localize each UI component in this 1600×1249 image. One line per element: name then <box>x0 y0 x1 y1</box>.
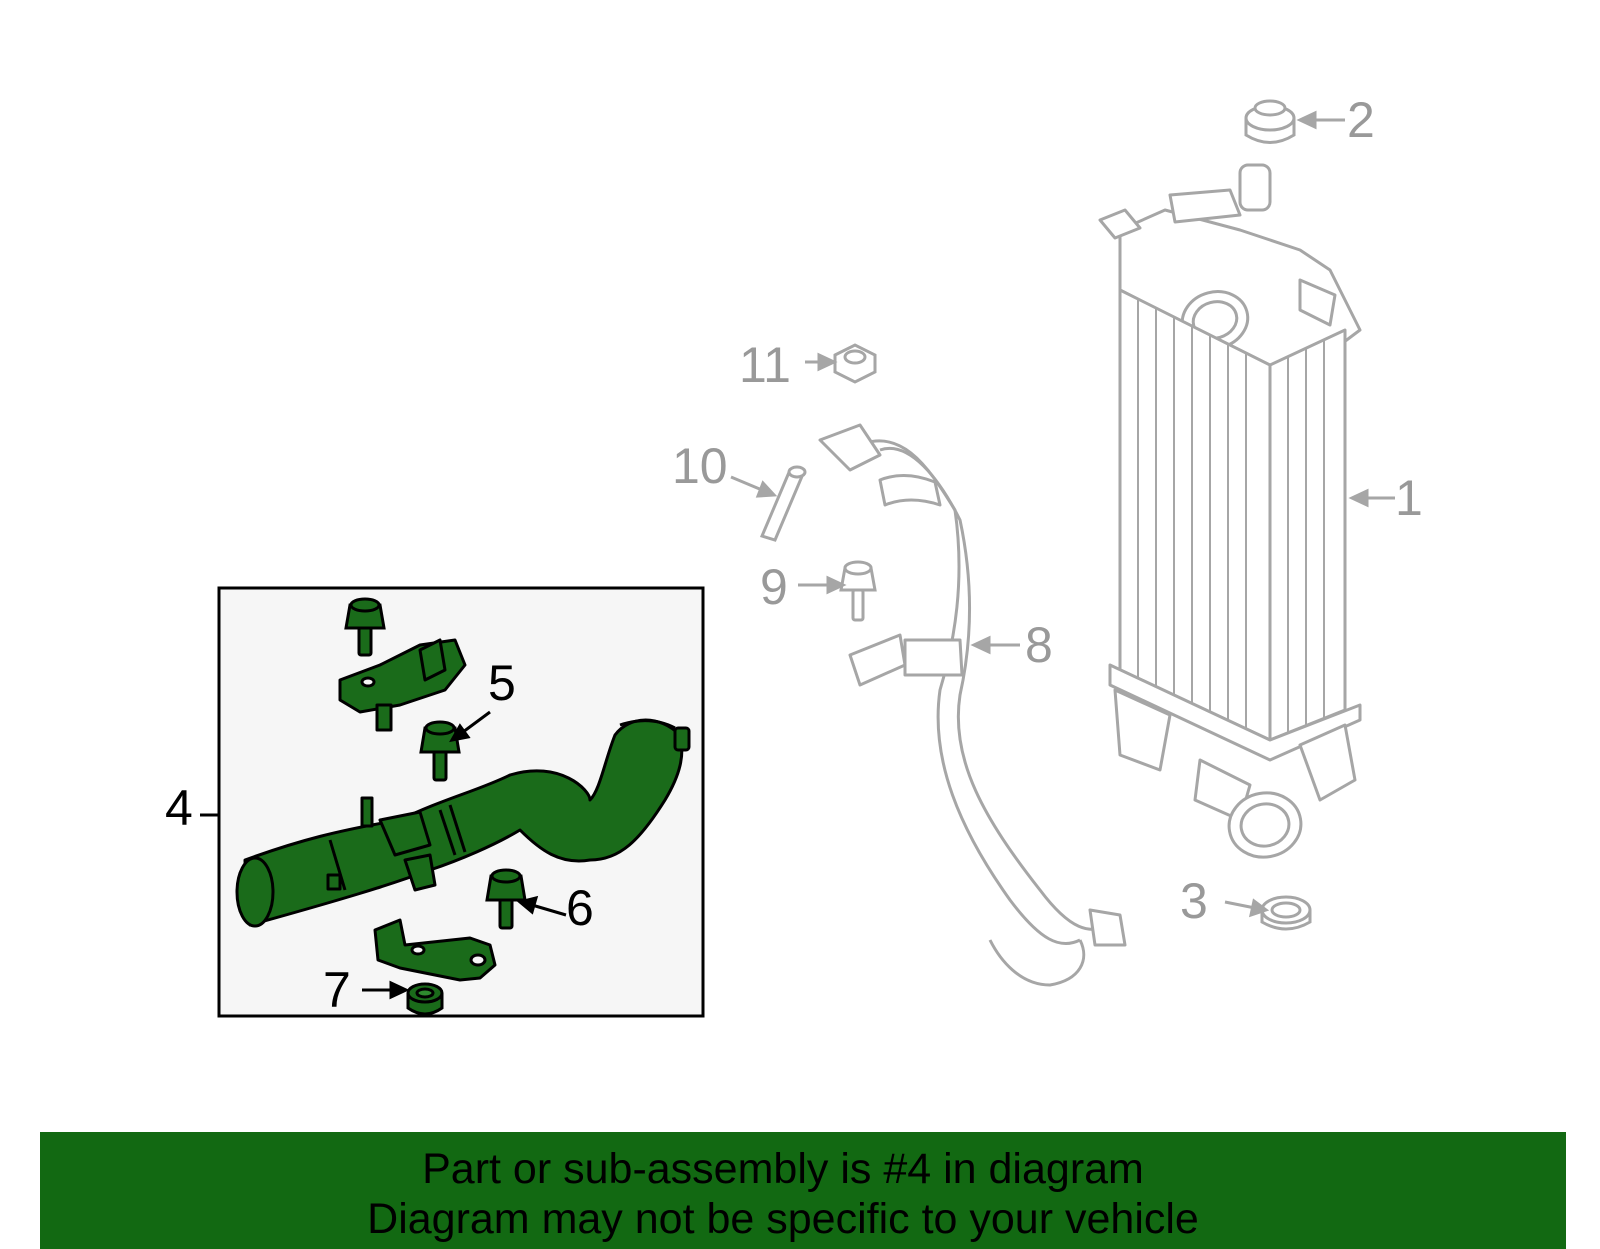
leader-lines-grey <box>730 110 1395 918</box>
callout-9[interactable]: 9 <box>760 559 788 615</box>
inset-box-part-4[interactable] <box>217 586 705 1018</box>
callout-7[interactable]: 7 <box>323 962 351 1018</box>
callout-5[interactable]: 5 <box>488 655 516 711</box>
callout-11[interactable]: 11 <box>739 337 791 393</box>
callout-10[interactable]: 10 <box>672 438 728 494</box>
part-5-bolt[interactable] <box>419 720 461 782</box>
part-4-intake-tube[interactable] <box>235 718 691 928</box>
callout-1[interactable]: 1 <box>1395 470 1423 526</box>
part-3-grommet[interactable] <box>1260 895 1312 931</box>
callout-4[interactable]: 4 <box>165 780 193 836</box>
part-11-nut[interactable] <box>833 343 877 384</box>
part-9-bolt[interactable] <box>839 560 877 622</box>
part-5-sensor[interactable] <box>338 638 467 732</box>
callout-3[interactable]: 3 <box>1180 873 1208 929</box>
part-4-sensor-bolt[interactable] <box>344 597 386 657</box>
callout-6[interactable]: 6 <box>566 880 594 936</box>
part-10-pin[interactable] <box>759 465 807 542</box>
part-4-bracket[interactable] <box>373 918 497 982</box>
banner-line-disclaimer: Diagram may not be specific to your vehi… <box>367 1195 1199 1243</box>
callout-2[interactable]: 2 <box>1347 92 1375 148</box>
part-8-outlet-hose[interactable] <box>818 423 1127 987</box>
part-7-nut[interactable] <box>406 982 444 1016</box>
part-2-grommet[interactable] <box>1244 99 1296 144</box>
callout-8[interactable]: 8 <box>1025 617 1053 673</box>
leader-lines-dark <box>362 710 567 1000</box>
part-1-intercooler[interactable] <box>1098 163 1362 863</box>
banner-line-part-info: Part or sub-assembly is #4 in diagram <box>422 1145 1144 1193</box>
info-banner: Part or sub-assembly is #4 in diagram Di… <box>40 1132 1566 1249</box>
